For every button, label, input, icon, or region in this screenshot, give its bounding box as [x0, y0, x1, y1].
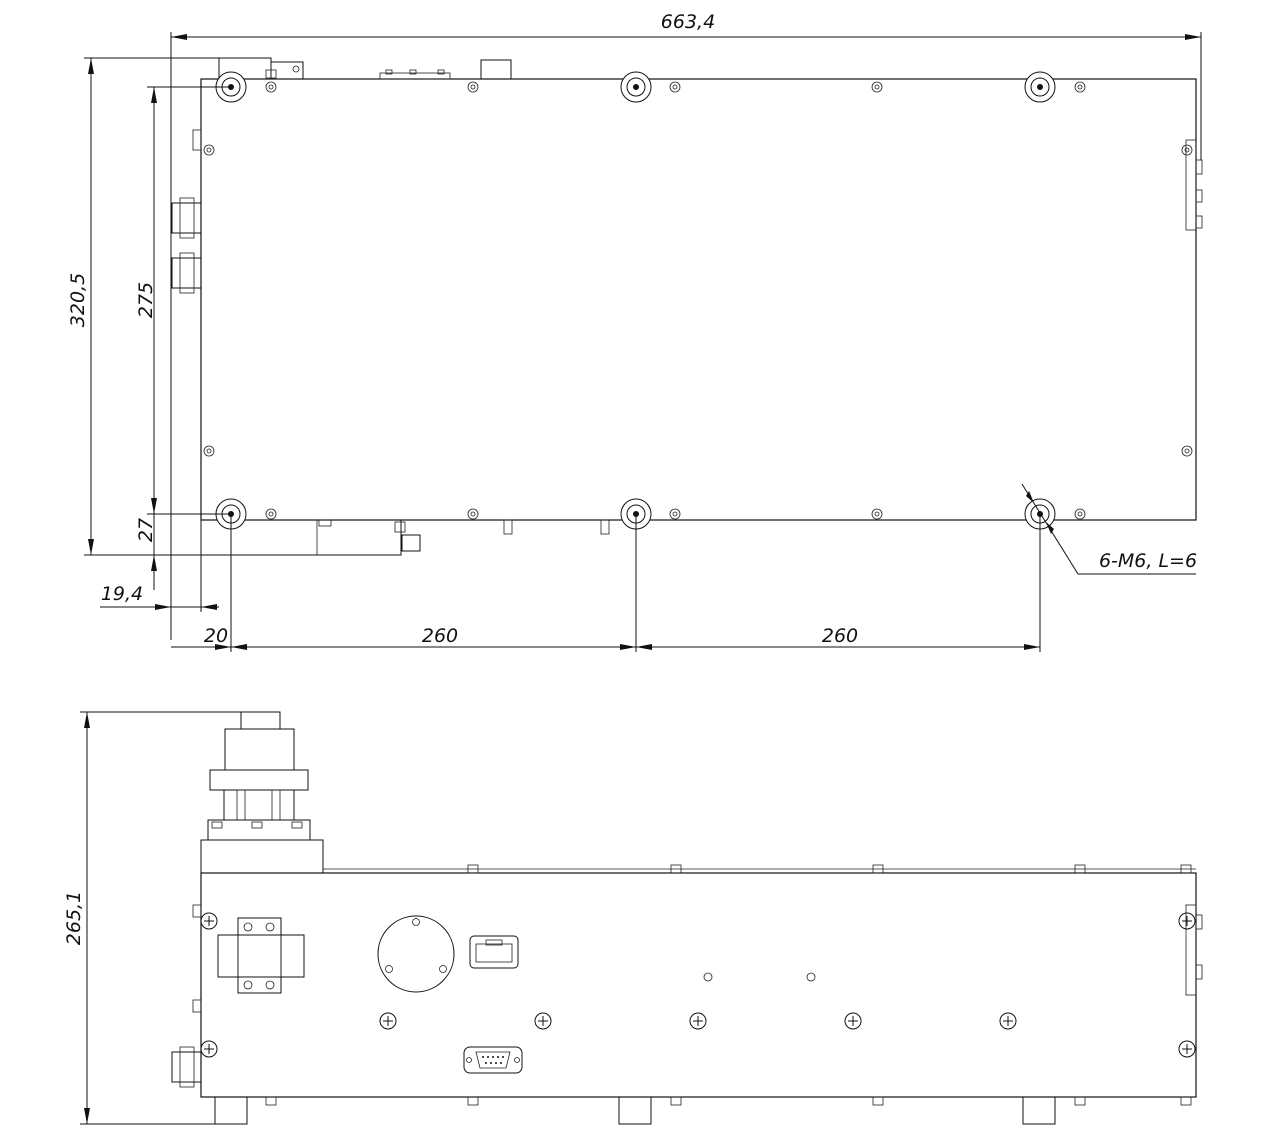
top-connector-strip [379, 72, 451, 80]
side-connector-1 [171, 202, 202, 234]
thread-callout-label: 6-M6, L=6 [1099, 550, 1197, 572]
dim-bottom-offset: 27 [135, 514, 201, 590]
side-connector-2 [171, 257, 202, 289]
screw [689, 1012, 707, 1030]
screw [200, 1040, 218, 1058]
dim-hole-spacing-vertical: 275 [135, 86, 231, 515]
top-view-body [200, 78, 1197, 521]
dim-overall-height-label: 265,1 [63, 891, 85, 945]
dim-overall-length-label: 663,4 [661, 11, 715, 33]
front-view: 265,1 [63, 711, 1203, 1125]
foot [214, 1096, 248, 1125]
screw [534, 1012, 552, 1030]
bottom-fitting [401, 534, 421, 552]
flange-fitting [217, 917, 305, 994]
top-port [480, 59, 512, 80]
dim-overall-length: 663,4 [170, 11, 1202, 640]
screw [844, 1012, 862, 1030]
screw [1178, 912, 1196, 930]
front-side-connector [171, 1051, 202, 1083]
dim-overall-width-label: 320,5 [67, 273, 89, 327]
mount-hole [620, 71, 652, 103]
front-view-body [200, 872, 1197, 1098]
mount-hole [1024, 71, 1056, 103]
top-view: 663,4 320,5 275 27 [67, 11, 1203, 652]
dim-overall-height: 265,1 [63, 711, 241, 1125]
dim-left-offset: 19,4 [100, 520, 219, 612]
dim-hole-spacing-2-label: 260 [822, 625, 858, 647]
mounting-holes [215, 71, 1056, 530]
indicator-led [806, 972, 816, 982]
dim-bottom-offset-label: 27 [135, 518, 157, 542]
db9-connector [463, 1046, 523, 1074]
dim-overall-width: 320,5 [67, 57, 219, 556]
foot [1022, 1096, 1056, 1125]
screw [379, 1012, 397, 1030]
dim-first-hole-offset-label: 20 [204, 625, 228, 647]
screw [1178, 1040, 1196, 1058]
dim-hole-spacing-1-label: 260 [422, 625, 458, 647]
bracket-tab [265, 69, 277, 79]
crosshead-screws [200, 912, 1196, 1058]
network-port [469, 935, 519, 969]
screw [200, 912, 218, 930]
thread-callout: 6-M6, L=6 [1021, 483, 1197, 575]
round-cover-plate [377, 915, 455, 993]
dim-hole-spacing-horizontal: 20 260 260 [171, 514, 1041, 652]
foot [618, 1096, 652, 1125]
top-bracket-ext [270, 61, 304, 80]
screw [999, 1012, 1017, 1030]
top-valve [207, 711, 311, 841]
indicator-led [703, 972, 713, 982]
front-top-block [200, 839, 324, 874]
dim-left-offset-label: 19,4 [101, 583, 143, 605]
screw-holes [203, 81, 1193, 520]
dim-hole-spacing-vertical-label: 275 [135, 282, 157, 318]
